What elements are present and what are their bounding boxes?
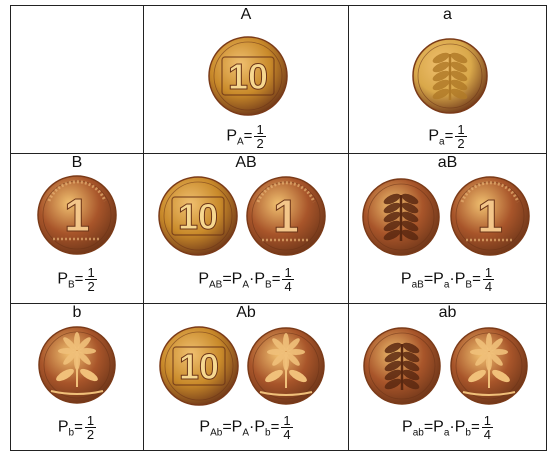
- numerator: 1: [282, 266, 293, 279]
- formula-rhs: =P: [424, 418, 444, 435]
- formula-sub: a: [439, 136, 445, 147]
- numerator: 1: [483, 266, 494, 279]
- formula-dot: ·P: [449, 418, 465, 435]
- cell-header: ab: [349, 304, 546, 322]
- coin-oak-leaf: [363, 327, 441, 405]
- denominator: 2: [455, 136, 466, 150]
- svg-text:1: 1: [64, 189, 90, 241]
- numerator: 1: [254, 123, 265, 136]
- numerator: 1: [482, 414, 493, 427]
- formula-sub: ab: [413, 427, 424, 438]
- numerator: 1: [85, 414, 96, 427]
- formula-p: P: [58, 418, 69, 435]
- numerator: 1: [85, 266, 96, 279]
- denominator: 2: [85, 279, 96, 293]
- svg-text:10: 10: [228, 56, 268, 97]
- denominator: 4: [282, 279, 293, 293]
- formula-sub: B: [68, 279, 75, 290]
- formula-sub: b: [465, 427, 471, 438]
- formula-p: P: [226, 127, 237, 144]
- cell-header: a: [349, 6, 546, 24]
- formula-dot: ·P: [249, 418, 265, 435]
- denominator: 4: [483, 279, 494, 293]
- denominator: 2: [85, 427, 96, 441]
- coin-oak-seedling: [450, 327, 528, 405]
- cell-header: Ab: [144, 304, 348, 322]
- coin-ten-pfennig: 10: [159, 326, 239, 406]
- formula-sub: b: [265, 427, 271, 438]
- coin-one-pfennig: 1: [450, 176, 530, 256]
- coin-oak-leaf: [412, 38, 488, 114]
- formula-dot: ·P: [449, 270, 465, 287]
- formula-rhs: =P: [222, 418, 242, 435]
- formula-rhs: =P: [222, 270, 242, 287]
- formula-p: P: [198, 270, 209, 287]
- coin-oak-seedling: [38, 326, 116, 404]
- formula-p: P: [401, 270, 412, 287]
- coin-ten-pfennig: 10: [158, 176, 238, 256]
- svg-text:1: 1: [273, 190, 299, 242]
- cell-header: B: [11, 154, 143, 172]
- coin-one-pfennig: 1: [37, 175, 117, 255]
- formula-sub: B: [265, 279, 272, 290]
- cell-header: b: [11, 304, 143, 322]
- formula-dot: ·P: [249, 270, 265, 287]
- formula-sub: B: [465, 279, 472, 290]
- formula-sub: b: [69, 427, 75, 438]
- coin-oak-seedling: [247, 327, 325, 405]
- denominator: 2: [254, 136, 265, 150]
- coin-oak-leaf: [362, 178, 440, 256]
- formula-p: P: [402, 418, 413, 435]
- formula-p: P: [57, 270, 68, 287]
- denominator: 4: [281, 427, 292, 441]
- svg-text:1: 1: [477, 190, 503, 242]
- formula-p: P: [199, 418, 210, 435]
- denominator: 4: [482, 427, 493, 441]
- formula-sub: Ab: [210, 427, 222, 438]
- cell-header: AB: [144, 154, 348, 172]
- formula-p: P: [428, 127, 439, 144]
- formula-sub: aB: [412, 279, 424, 290]
- formula-sub: A: [242, 427, 249, 438]
- svg-text:10: 10: [178, 196, 218, 237]
- numerator: 1: [455, 123, 466, 136]
- formula-sub: A: [242, 279, 249, 290]
- cell-header: A: [144, 6, 348, 24]
- formula-sub: AB: [209, 279, 222, 290]
- numerator: 1: [281, 414, 292, 427]
- coin-one-pfennig: 1: [246, 176, 326, 256]
- svg-text:10: 10: [179, 346, 219, 387]
- formula-rhs: =P: [424, 270, 444, 287]
- formula-sub: A: [237, 136, 244, 147]
- cell-header: aB: [349, 154, 546, 172]
- coin-ten-pfennig: 10: [208, 36, 288, 116]
- empty-corner-cell: [11, 6, 143, 153]
